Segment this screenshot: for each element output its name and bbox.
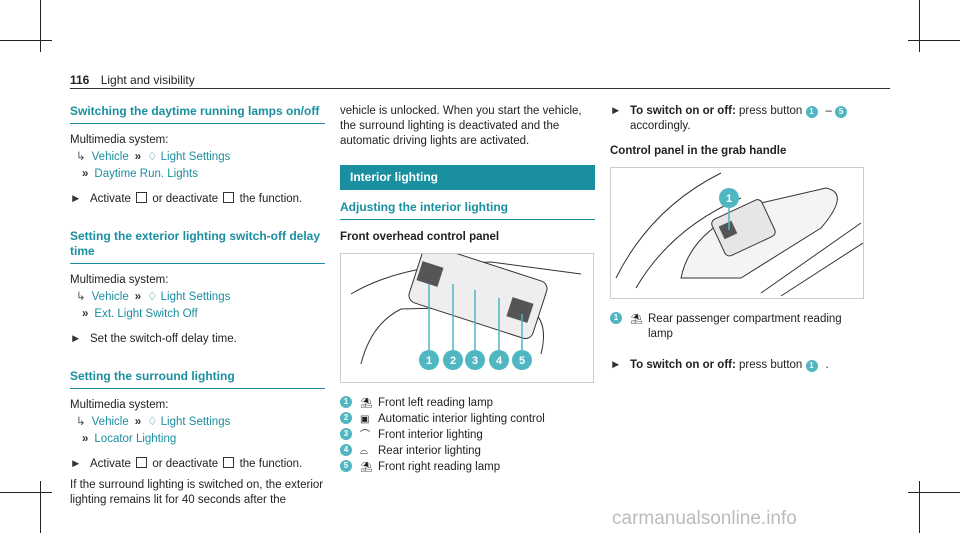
legend-item: 2▣Automatic interior lighting control <box>340 412 595 427</box>
overhead-panel-illustration: 1 2 3 4 5 <box>350 244 582 370</box>
checkbox-checked-icon <box>136 192 148 203</box>
svg-text:1: 1 <box>426 355 432 367</box>
legend-item: 1⛱Front left reading lamp <box>340 396 595 411</box>
section-title: Light and visibility <box>100 73 195 87</box>
crop-mark <box>908 40 960 41</box>
menu-path-item[interactable]: Light Settings <box>160 416 231 428</box>
rear-light-icon: ⌓ <box>360 446 368 457</box>
crop-mark <box>919 0 920 52</box>
menu-path: ↳ Vehicle » ♢ Light Settings <box>76 415 325 430</box>
menu-path-item[interactable]: Daytime Run. Lights <box>94 168 198 180</box>
chapter-band: Interior lighting <box>340 165 595 190</box>
checkbox-checked-icon <box>136 457 148 468</box>
menu-label: Multimedia system: <box>70 134 169 146</box>
front-light-icon: ⌒ <box>360 430 370 441</box>
crop-mark <box>40 0 41 52</box>
legend-item: 4⌓Rear interior lighting <box>340 444 595 459</box>
continued-text: vehicle is unlocked. When you start the … <box>340 105 582 147</box>
play-icon: ► <box>70 193 82 205</box>
play-icon: ► <box>70 458 82 470</box>
left-column: Switching the daytime running lamps on/o… <box>70 104 325 510</box>
figure-caption: Control panel in the grab handle <box>610 145 787 157</box>
double-chevron-icon: » <box>82 433 89 445</box>
legend-item: 3⌒Front interior lighting <box>340 428 595 443</box>
light-icon: ♢ <box>147 416 161 428</box>
arrow-icon: ↳ <box>76 291 86 303</box>
figure-caption: Front overhead control panel <box>340 231 500 243</box>
menu-path: ↳ Vehicle » ♢ Light Settings <box>76 290 325 305</box>
double-chevron-icon: » <box>82 308 89 320</box>
legend-item: 1⛱Rear passenger compartment reading lam… <box>610 312 865 342</box>
play-icon: ► <box>610 105 622 117</box>
instruction: ►Activate or deactivate the function. <box>70 457 303 470</box>
arrow-icon: ↳ <box>76 416 86 428</box>
play-icon: ► <box>610 359 622 371</box>
menu-path-item[interactable]: Locator Lighting <box>94 433 177 445</box>
watermark: carmanualsonline.info <box>612 508 797 529</box>
double-chevron-icon: » <box>134 151 142 163</box>
instruction: ►To switch on or off: press button 1. <box>610 359 829 372</box>
menu-label: Multimedia system: <box>70 399 169 411</box>
svg-text:1: 1 <box>726 193 732 205</box>
grab-handle-figure: 1 <box>610 167 864 299</box>
menu-path: » Daytime Run. Lights <box>76 167 325 182</box>
menu-path-item[interactable]: Vehicle <box>91 291 129 303</box>
menu-path: » Locator Lighting <box>76 432 325 447</box>
auto-light-icon: ▣ <box>360 414 370 425</box>
overhead-panel-figure: 1 2 3 4 5 <box>340 244 594 383</box>
note-text: If the surround lighting is switched on,… <box>70 479 324 506</box>
instruction: ►Set the switch-off delay time. <box>70 333 237 345</box>
svg-text:4: 4 <box>496 355 503 367</box>
reading-lamp-icon: ⛱ <box>630 314 643 325</box>
double-chevron-icon: » <box>82 168 89 180</box>
crop-mark <box>0 492 52 493</box>
menu-path-item[interactable]: Vehicle <box>91 416 129 428</box>
crop-mark <box>908 492 960 493</box>
header-divider <box>70 88 890 89</box>
crop-mark <box>40 481 41 533</box>
section-heading: Switching the daytime running lamps on/o… <box>70 104 325 124</box>
instruction: ►Activate or deactivate the function. <box>70 192 303 205</box>
page-header: 116 Light and visibility <box>70 73 195 87</box>
crop-mark <box>0 40 52 41</box>
svg-text:5: 5 <box>519 355 525 367</box>
menu-label: Multimedia system: <box>70 274 169 286</box>
double-chevron-icon: » <box>134 416 142 428</box>
menu-path-item[interactable]: Light Settings <box>160 151 231 163</box>
svg-text:2: 2 <box>450 355 456 367</box>
section-heading: Adjusting the interior lighting <box>340 200 595 220</box>
menu-path-item[interactable]: Vehicle <box>91 151 129 163</box>
double-chevron-icon: » <box>134 291 142 303</box>
light-icon: ♢ <box>147 291 161 303</box>
crop-mark <box>919 481 920 533</box>
reading-lamp-icon: ⛱ <box>360 462 373 473</box>
menu-path-item[interactable]: Light Settings <box>160 291 231 303</box>
light-icon: ♢ <box>147 151 161 163</box>
section-heading: Setting the surround lighting <box>70 369 325 389</box>
legend-item: 5⛱Front right reading lamp <box>340 460 595 475</box>
arrow-icon: ↳ <box>76 151 86 163</box>
menu-path-item[interactable]: Ext. Light Switch Off <box>94 308 198 320</box>
checkbox-empty-icon <box>223 457 235 468</box>
play-icon: ► <box>70 333 82 345</box>
page-number: 116 <box>70 73 90 87</box>
section-heading: Setting the exterior lighting switch-off… <box>70 229 325 264</box>
menu-path: » Ext. Light Switch Off <box>76 307 325 322</box>
grab-handle-illustration: 1 <box>615 172 864 297</box>
checkbox-empty-icon <box>223 192 235 203</box>
svg-text:3: 3 <box>472 355 478 367</box>
middle-column: vehicle is unlocked. When you start the … <box>340 104 595 476</box>
reading-lamp-icon: ⛱ <box>360 398 373 409</box>
menu-path: ↳ Vehicle » ♢ Light Settings <box>76 150 325 165</box>
